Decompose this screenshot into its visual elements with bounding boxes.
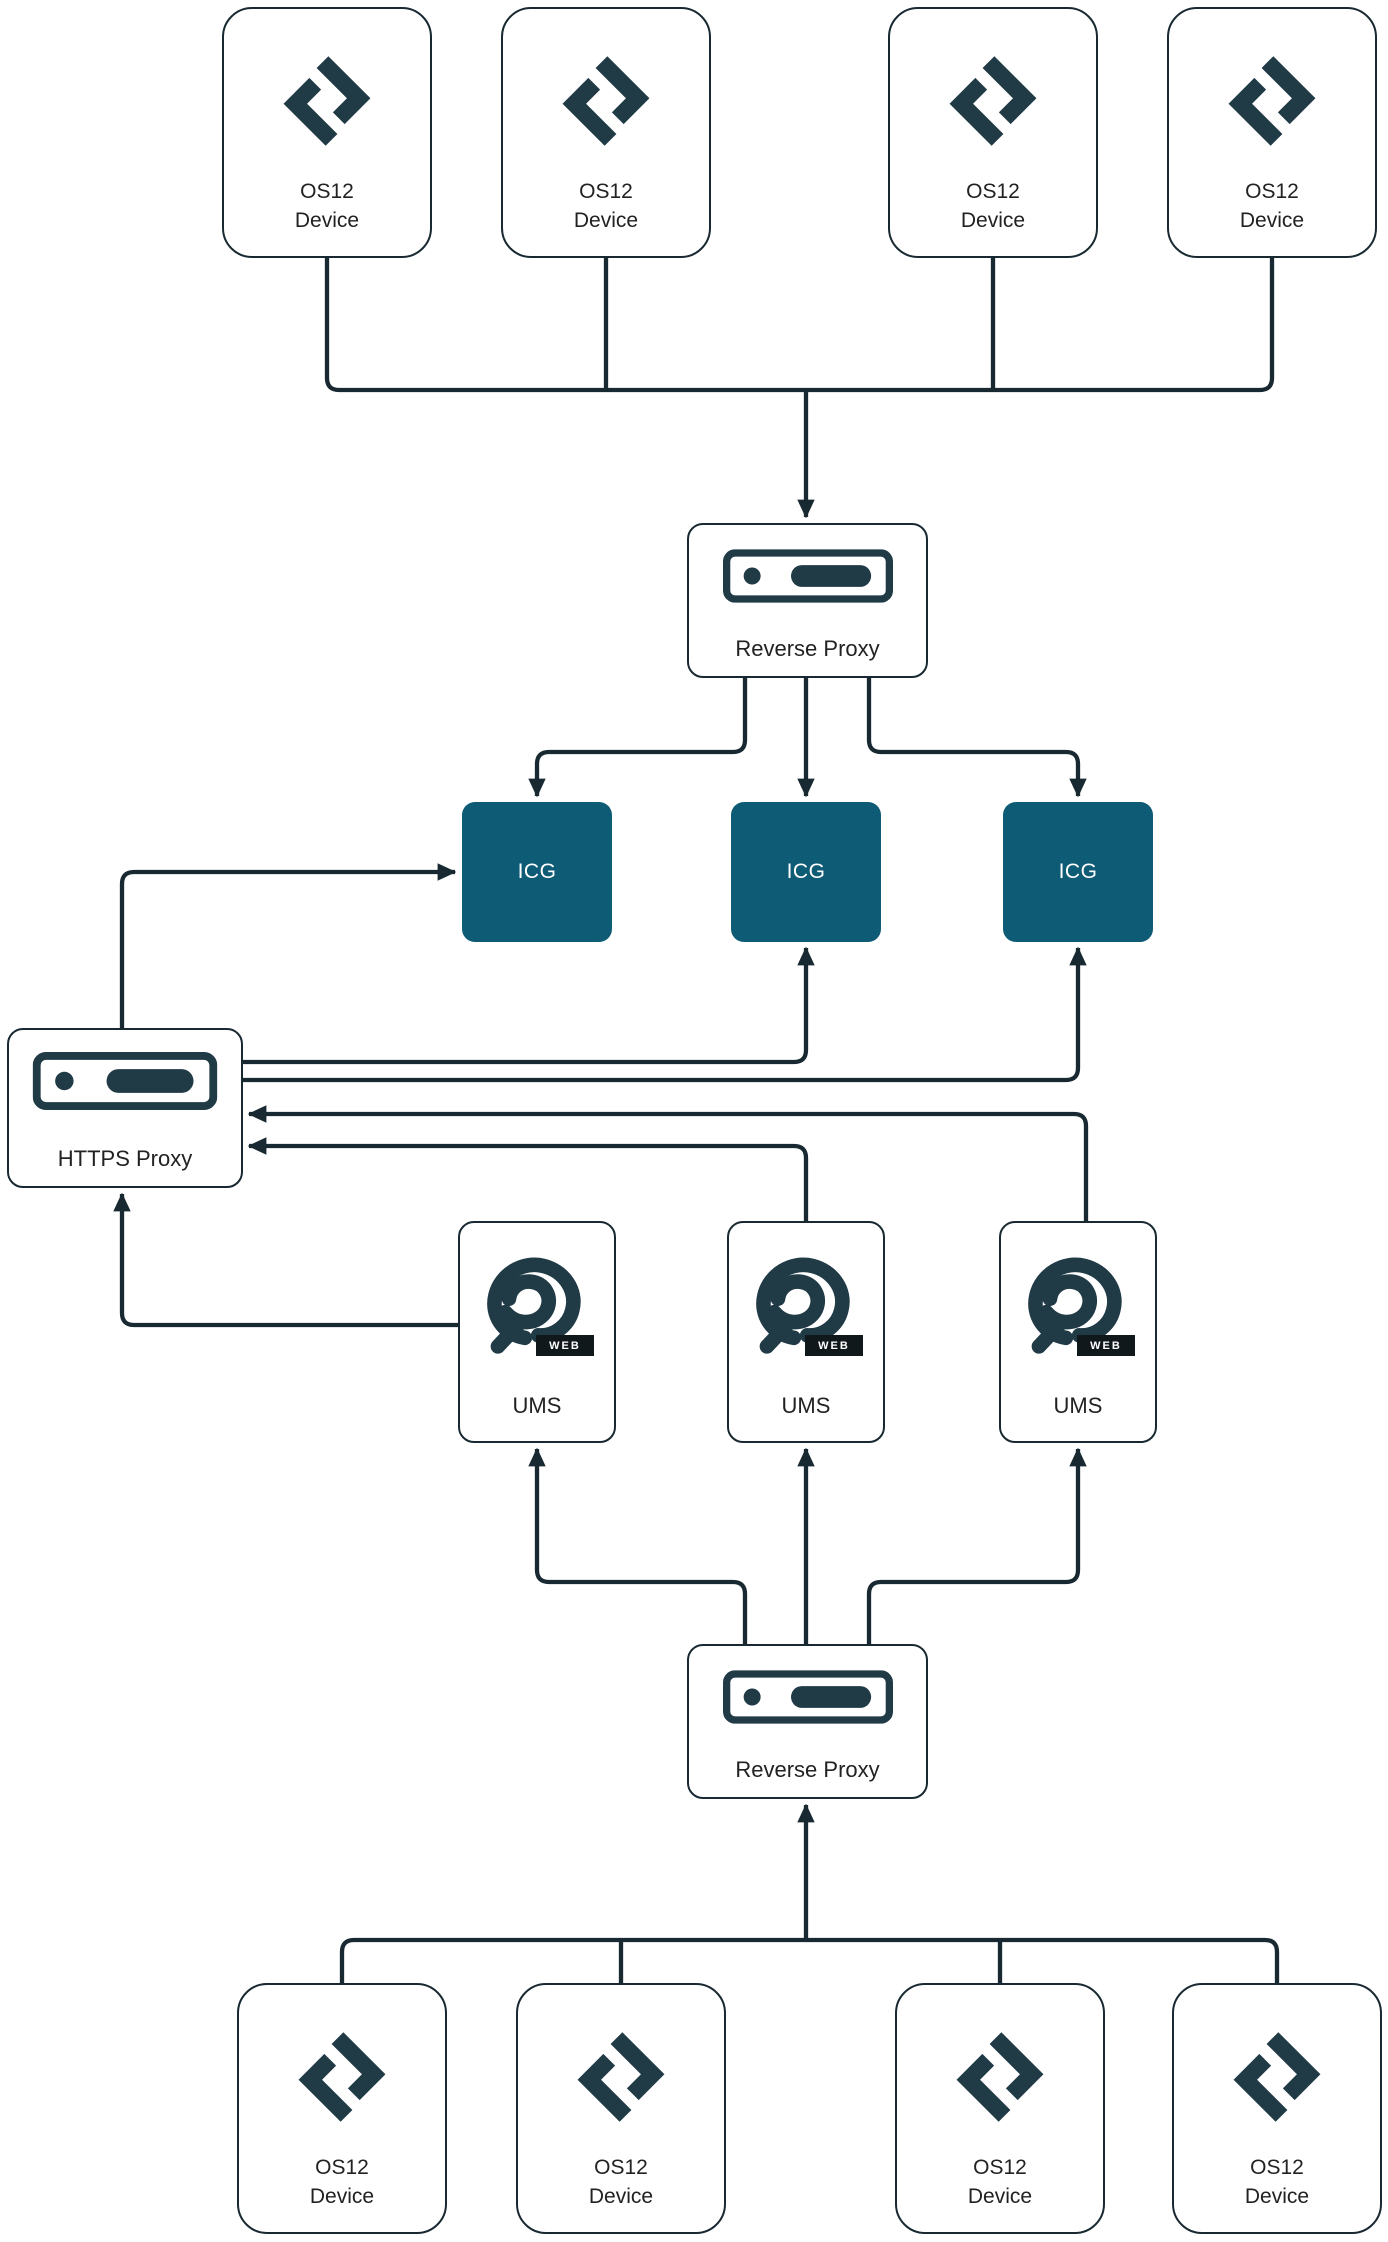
edge-reverse-proxy-to-icg-3 — [866, 678, 1087, 798]
icg-label: ICG — [517, 860, 557, 883]
reverse-proxy-label: Reverse Proxy — [735, 1757, 880, 1782]
edge-ums-1-to-https-proxy — [113, 1192, 458, 1328]
os12-device-node-top-3: OS12 Device — [888, 7, 1098, 258]
server-icon — [26, 1052, 224, 1110]
os12-device-node-bottom-4: OS12 Device — [1172, 1983, 1382, 2234]
edge-https-proxy-to-icg-2 — [243, 946, 815, 1065]
os12-device-node-top-4: OS12 Device — [1167, 7, 1377, 258]
icg-label: ICG — [786, 860, 826, 883]
ums-label: UMS — [1053, 1393, 1103, 1418]
os12-device-node-top-2: OS12 Device — [501, 7, 711, 258]
edge-ums-2-to-https-proxy — [247, 1137, 809, 1221]
os12-device-label: OS12 Device — [573, 180, 639, 233]
server-icon — [723, 1670, 893, 1724]
ums-label: UMS — [781, 1393, 831, 1418]
os12-device-label: OS12 Device — [588, 2156, 654, 2209]
edge-top-device-4-bus — [806, 258, 1275, 393]
ums-web-badge: WEB — [1077, 1335, 1135, 1356]
edge-bottom-device-1-bus — [339, 1937, 806, 1983]
os12-device-node-top-1: OS12 Device — [222, 7, 432, 258]
reverse-proxy-top-node: Reverse Proxy — [687, 523, 928, 678]
ums-label: UMS — [512, 1393, 562, 1418]
server-icon — [723, 549, 893, 603]
os12-device-label: OS12 Device — [967, 2156, 1033, 2209]
igel-os12-logo-icon — [278, 2013, 406, 2141]
os12-device-node-bottom-1: OS12 Device — [237, 1983, 447, 2234]
edge-https-proxy-to-icg-3 — [243, 946, 1087, 1083]
os12-device-label: OS12 Device — [1239, 180, 1305, 233]
igel-os12-logo-icon — [936, 2013, 1064, 2141]
os12-device-node-bottom-3: OS12 Device — [895, 1983, 1105, 2234]
edge-reverse-proxy-to-icg-1 — [528, 678, 748, 798]
icg-node-1: ICG — [462, 802, 612, 942]
os12-device-node-bottom-2: OS12 Device — [516, 1983, 726, 2234]
igel-os12-logo-icon — [557, 2013, 685, 2141]
edge-reverse-proxy-bottom-to-ums-3 — [866, 1447, 1087, 1644]
reverse-proxy-bottom-node: Reverse Proxy — [687, 1644, 928, 1799]
ums-node-2: WEB UMS — [727, 1221, 885, 1443]
igel-os12-logo-icon — [542, 37, 670, 165]
igel-os12-logo-icon — [263, 37, 391, 165]
icg-label: ICG — [1058, 860, 1098, 883]
os12-device-label: OS12 Device — [309, 2156, 375, 2209]
os12-device-label: OS12 Device — [960, 180, 1026, 233]
igel-os12-logo-icon — [1213, 2013, 1341, 2141]
os12-device-label: OS12 Device — [294, 180, 360, 233]
https-proxy-node: HTTPS Proxy — [7, 1028, 243, 1188]
edge-ums-3-to-https-proxy — [247, 1105, 1089, 1221]
icg-node-3: ICG — [1003, 802, 1153, 942]
edge-bottom-device-4-bus — [806, 1937, 1280, 1983]
os12-device-label: OS12 Device — [1244, 2156, 1310, 2209]
edge-top-device-1-bus — [324, 258, 806, 393]
edge-reverse-proxy-bottom-to-ums-1 — [528, 1447, 748, 1644]
reverse-proxy-label: Reverse Proxy — [735, 636, 880, 661]
igel-os12-logo-icon — [1208, 37, 1336, 165]
icg-node-2: ICG — [731, 802, 881, 942]
https-proxy-label: HTTPS Proxy — [57, 1146, 193, 1171]
ums-node-3: WEB UMS — [999, 1221, 1157, 1443]
ums-web-badge: WEB — [805, 1335, 863, 1356]
ums-node-1: WEB UMS — [458, 1221, 616, 1443]
edge-https-proxy-to-icg-1 — [119, 863, 457, 1028]
ums-web-badge: WEB — [536, 1335, 594, 1356]
igel-os12-logo-icon — [929, 37, 1057, 165]
